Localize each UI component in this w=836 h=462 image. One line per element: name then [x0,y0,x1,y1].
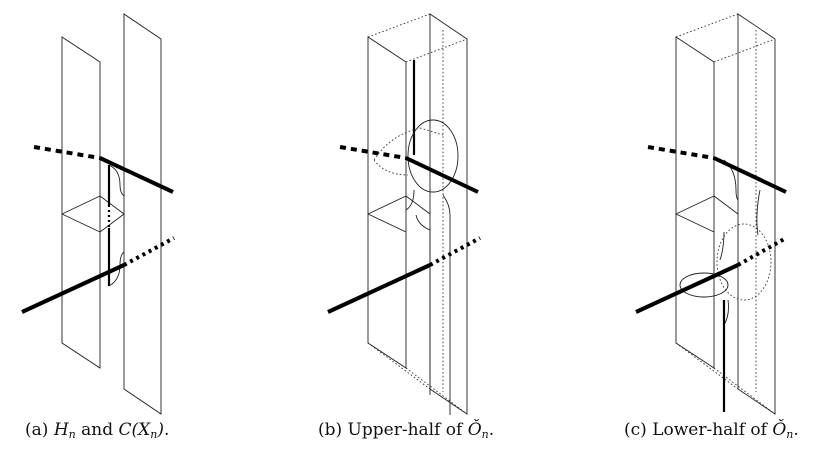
caption-b-sub: n [481,428,489,441]
slab-edges-b [367,195,431,233]
arc-lower-dotted-b [429,236,481,267]
slab-edges-c [675,195,739,233]
panel-c [635,13,787,415]
tube-b [405,189,451,415]
slab-edges-a [61,195,125,233]
panel-a [21,13,175,415]
caption-b-symbol: Ǒ [467,420,482,440]
caption-a-sub-n2: n [150,428,158,441]
sheet-right-a [123,13,162,415]
caption-a-sub-n: n [68,428,76,441]
arc-upper-dashed-c [647,145,715,160]
arc-lower-dotted-c [737,236,787,267]
bubble-c [716,223,772,301]
caption-a-symbol-c: C(X [118,420,151,440]
caption-a-suffix: . [164,420,170,440]
arc-upper-dashed-b [339,145,407,160]
sheet-edge-dotted-a [61,13,162,415]
caption-a-mid: and [75,420,119,440]
caption-a-close: ) [157,420,164,440]
box-edge-dotted-c [675,13,776,415]
arc-upper-solid-a [99,156,174,194]
arc-upper-dashed-a [33,145,101,160]
caption-c: (c) Lower-half of Ǒn. [624,420,799,441]
arc-lower-solid-c [635,263,739,314]
arc-lower-solid-b [327,263,431,314]
bubble-b [407,119,459,193]
caption-c-prefix: (c) Lower-half of [624,420,773,440]
sheet-left-c [675,36,715,369]
sheet-left-a [61,36,101,369]
bubble-front-c [679,272,729,298]
caption-a-prefix: (a) [25,420,54,440]
arc-lower-dotted-a [123,236,175,267]
sheet-left-b [367,36,407,369]
arc-lower-solid-a [21,263,125,314]
arc-upper-solid-c [713,156,787,194]
caption-a-symbol-h: H [53,420,69,440]
caption-c-sub: n [786,428,794,441]
caption-b-suffix: . [488,420,495,440]
sheet-right-c [737,13,776,415]
caption-c-suffix: . [793,420,799,440]
caption-c-symbol: Ǒ [772,420,787,440]
caption-a: (a) Hn and C(Xn). [25,420,169,441]
panel-b [327,13,481,415]
caption-b: (b) Upper-half of Ǒn. [318,420,494,441]
arc-upper-solid-b [405,156,479,194]
box-edge-dotted-b [367,13,468,415]
sheet-right-b [429,13,468,415]
caption-b-prefix: (b) Upper-half of [318,420,468,440]
bubble-dotted-b [373,127,444,176]
